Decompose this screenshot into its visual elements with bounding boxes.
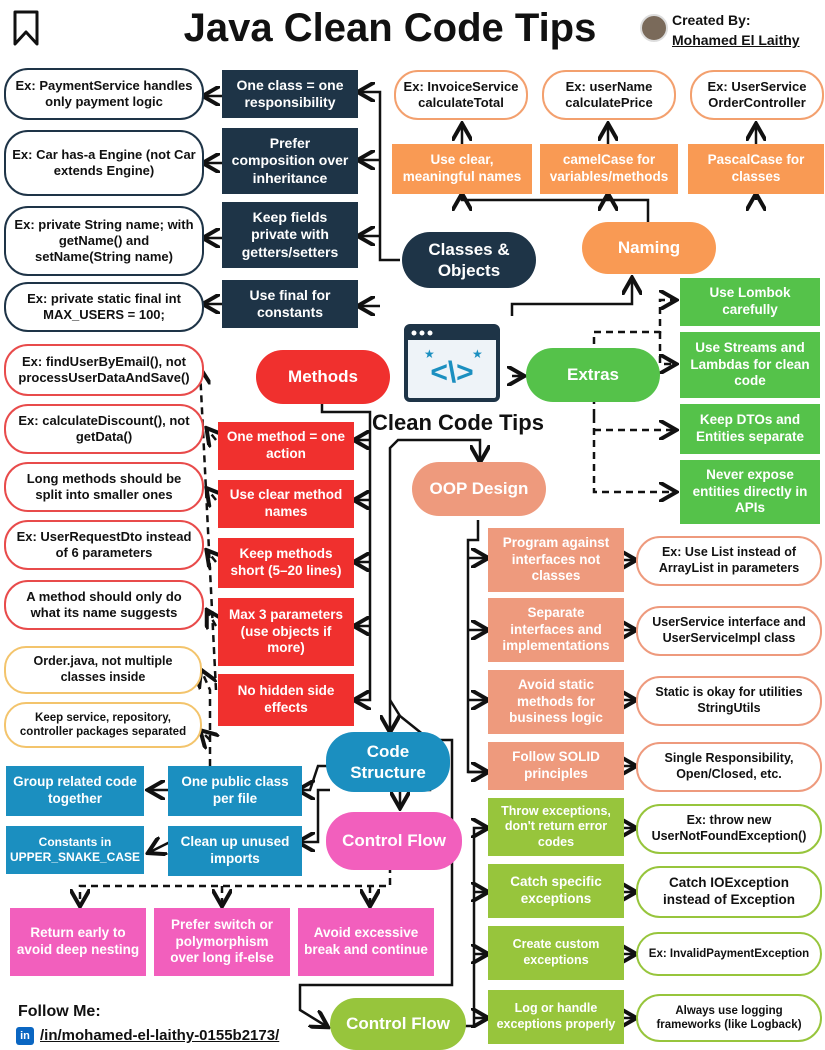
code-structure-hub: Code Structure [326,732,450,792]
naming-example-1: Ex: InvoiceService calculateTotal [394,70,528,120]
oop-rule-1: Program against interfaces not classes [488,528,624,592]
methods-rule-2: Use clear method names [218,480,354,528]
svg-text:<\>: <\> [430,356,473,389]
naming-rule-1: Use clear, meaningful names [392,144,532,194]
oop-rule-3: Avoid static methods for business logic [488,670,624,734]
oop-example-4: Single Responsibility, Open/Closed, etc. [636,742,822,792]
exceptions-example-1: Ex: throw new UserNotFoundException() [636,804,822,854]
creator-label: Created By: [672,12,751,28]
linkedin-link[interactable]: /in/mohamed-el-laithy-0155b2173/ [40,1027,280,1044]
exceptions-rule-2: Catch specific exceptions [488,864,624,918]
extras-rule-1: Use Lombok carefully [680,278,820,326]
bookmark-icon[interactable] [12,10,40,46]
control-rule-3: Avoid excessive break and continue [298,908,434,976]
oop-example-2: UserService interface and UserServiceImp… [636,606,822,656]
oop-design-hub: OOP Design [412,462,546,516]
methods-rule-5: No hidden side effects [218,674,354,726]
extras-hub: Extras [526,348,660,402]
naming-example-3: Ex: UserService OrderController [690,70,824,120]
classes-rule-1: One class = one responsibility [222,70,358,118]
oop-rule-2: Separate interfaces and implementations [488,598,624,662]
methods-example-4: Ex: UserRequestDto instead of 6 paramete… [4,520,204,570]
linkedin-icon[interactable]: in [16,1027,34,1045]
follow-label: Follow Me: [18,1003,101,1020]
exceptions-rule-1: Throw exceptions, don't return error cod… [488,798,624,856]
creator-name[interactable]: Mohamed El Laithy [672,32,800,48]
classes-example-3: Ex: private String name; with getName() … [4,206,204,276]
methods-example-2: Ex: calculateDiscount(), not getData() [4,404,204,454]
structure-example-4: Constants in UPPER_SNAKE_CASE [6,826,144,874]
avatar [640,14,668,42]
creator-block: Created By: Mohamed El Laithy [672,10,822,50]
classes-example-4: Ex: private static final int MAX_USERS =… [4,282,204,332]
classes-example-2: Ex: Car has-a Engine (not Car extends En… [4,130,204,196]
oop-example-1: Ex: Use List instead of ArrayList in par… [636,536,822,586]
oop-rule-4: Follow SOLID principles [488,742,624,790]
structure-example-2: Keep service, repository, controller pac… [4,702,202,748]
structure-example-3: Group related code together [6,766,144,816]
naming-rule-3: PascalCase for classes [688,144,824,194]
control-rule-1: Return early to avoid deep nesting [10,908,146,976]
extras-rule-2: Use Streams and Lambdas for clean code [680,332,820,398]
methods-rule-3: Keep methods short (5–20 lines) [218,538,354,588]
classes-rule-4: Use final for constants [222,280,358,328]
methods-example-3: Long methods should be split into smalle… [4,462,204,512]
exceptions-hub: Control Flow [330,998,466,1050]
exceptions-example-4: Always use logging frameworks (like Logb… [636,994,822,1042]
exceptions-rule-4: Log or handle exceptions properly [488,990,624,1044]
structure-rule-2: Clean up unused imports [168,826,302,876]
extras-rule-3: Keep DTOs and Entities separate [680,404,820,454]
naming-hub: Naming [582,222,716,274]
classes-rule-3: Keep fields private with getters/setters [222,202,358,268]
exceptions-example-3: Ex: InvalidPaymentException [636,932,822,976]
extras-rule-4: Never expose entities directly in APIs [680,460,820,524]
structure-rule-1: One public class per file [168,766,302,816]
exceptions-example-2: Catch IOException instead of Exception [636,866,822,918]
naming-example-2: Ex: userName calculatePrice [542,70,676,120]
methods-hub: Methods [256,350,390,404]
methods-rule-1: One method = one action [218,422,354,470]
oop-example-3: Static is okay for utilities StringUtils [636,676,822,726]
page-title: Java Clean Code Tips [183,6,597,50]
exceptions-rule-3: Create custom exceptions [488,926,624,980]
structure-example-1: Order.java, not multiple classes inside [4,646,202,694]
methods-example-1: Ex: findUserByEmail(), not processUserDa… [4,344,204,396]
svg-text:★: ★ [472,347,483,361]
center-label: Clean Code Tips [372,410,544,435]
classes-rule-2: Prefer composition over inheritance [222,128,358,194]
code-window-icon: <\> ★ ★ [404,324,500,402]
classes-example-1: Ex: PaymentService handles only payment … [4,68,204,120]
svg-text:★: ★ [424,347,435,361]
methods-rule-4: Max 3 parameters (use objects if more) [218,598,354,666]
control-rule-2: Prefer switch or polymorphism over long … [154,908,290,976]
control-flow-hub: Control Flow [326,812,462,870]
methods-example-5: A method should only do what its name su… [4,580,204,630]
classes-objects-hub: Classes & Objects [402,232,536,288]
naming-rule-2: camelCase for variables/methods [540,144,678,194]
